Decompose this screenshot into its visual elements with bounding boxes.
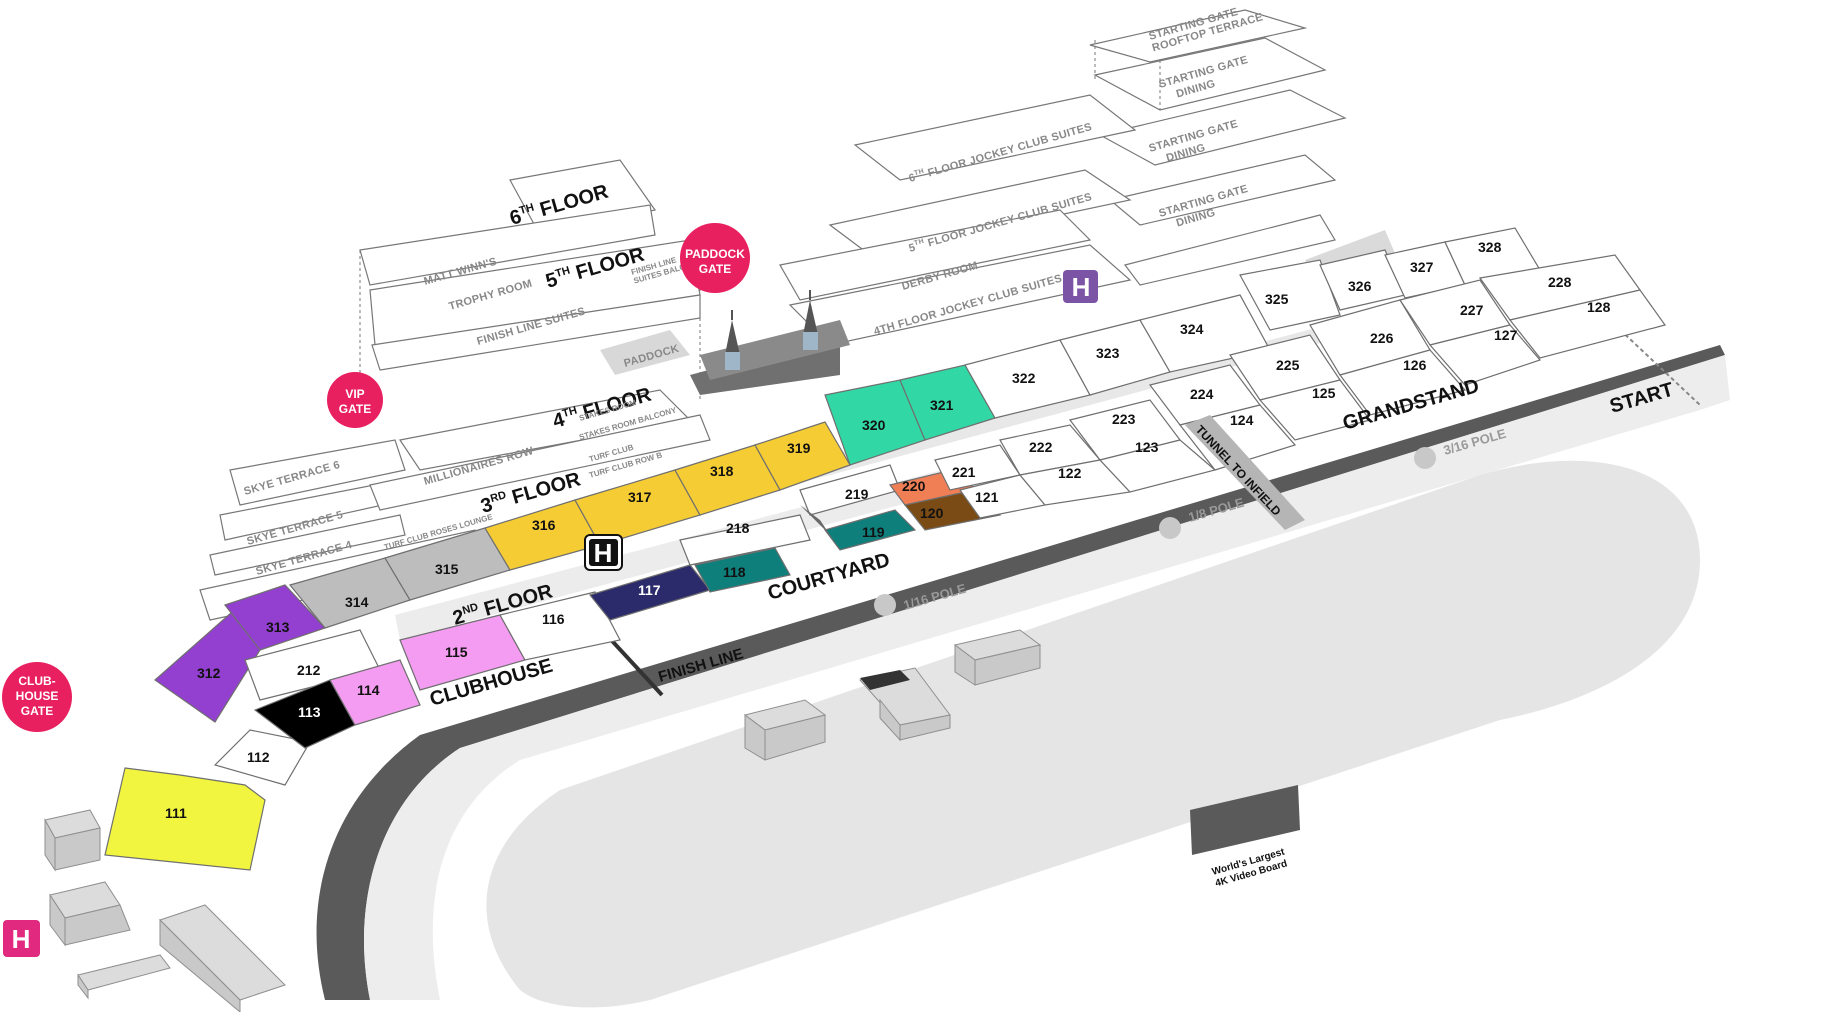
- svg-text:GATE: GATE: [699, 262, 731, 276]
- section-127[interactable]: [1428, 324, 1542, 386]
- paddock-gate[interactable]: PADDOCK GATE: [680, 223, 750, 293]
- label-312: 312: [197, 665, 221, 681]
- section-128[interactable]: [1508, 289, 1666, 359]
- label-124: 124: [1230, 412, 1254, 428]
- label-323: 323: [1096, 345, 1120, 361]
- svg-text:H: H: [12, 924, 31, 954]
- section-325[interactable]: [1239, 259, 1341, 331]
- label-119: 119: [862, 524, 885, 540]
- svg-text:H: H: [594, 538, 613, 568]
- gates: VIP GATE PADDOCK GATE CLUB- HOUSE GATE: [2, 223, 750, 732]
- label-327: 327: [1410, 259, 1434, 275]
- label-328: 328: [1478, 239, 1502, 255]
- section-116[interactable]: [499, 591, 621, 661]
- label-125: 125: [1312, 385, 1336, 401]
- label-318: 318: [710, 463, 734, 479]
- label-218: 218: [726, 520, 750, 536]
- label-320: 320: [862, 417, 886, 433]
- label-228: 228: [1548, 274, 1572, 290]
- label-128: 128: [1587, 299, 1611, 315]
- helipad-icon-pink: H: [3, 920, 40, 957]
- section-114[interactable]: [329, 659, 421, 726]
- section-125[interactable]: [1258, 379, 1372, 441]
- label-314: 314: [345, 594, 369, 610]
- label-222: 222: [1029, 439, 1053, 455]
- label-324: 324: [1180, 321, 1204, 337]
- clubhouse-gate[interactable]: CLUB- HOUSE GATE: [2, 662, 72, 732]
- label-321: 321: [930, 397, 954, 413]
- label-117: 117: [638, 582, 661, 598]
- label-113: 113: [298, 704, 321, 720]
- section-118[interactable]: [694, 547, 791, 593]
- section-218[interactable]: [679, 514, 811, 566]
- label-118: 118: [723, 564, 746, 580]
- label-112: 112: [247, 749, 270, 765]
- label-127: 127: [1494, 327, 1518, 343]
- label-326: 326: [1348, 278, 1372, 294]
- label-115: 115: [445, 644, 468, 660]
- label-315: 315: [435, 561, 459, 577]
- label-121: 121: [975, 489, 999, 505]
- label-221: 221: [952, 464, 976, 480]
- courtyard-label: COURTYARD: [765, 549, 892, 605]
- svg-text:HOUSE: HOUSE: [16, 689, 59, 703]
- label-316: 316: [532, 517, 556, 533]
- label-220: 220: [902, 478, 926, 494]
- svg-text:CLUB-: CLUB-: [18, 674, 55, 688]
- section-111[interactable]: [104, 767, 266, 871]
- label-317: 317: [628, 489, 652, 505]
- label-224: 224: [1190, 386, 1214, 402]
- section-labels: 312 313 314 315 316 317 318 319 320 321 …: [165, 239, 1611, 821]
- label-212: 212: [297, 662, 321, 678]
- twin-spires-building: [690, 290, 850, 395]
- helipad-icon-purple: H: [1063, 270, 1098, 303]
- svg-text:GATE: GATE: [21, 704, 53, 718]
- video-board: [1190, 785, 1300, 855]
- label-111: 111: [165, 805, 187, 821]
- label-319: 319: [787, 440, 811, 456]
- seating-sections: [104, 227, 1666, 871]
- svg-text:PADDOCK: PADDOCK: [685, 247, 745, 261]
- infield-buildings: [44, 447, 1436, 1012]
- label-120: 120: [920, 505, 944, 521]
- label-227: 227: [1460, 302, 1484, 318]
- label-114: 114: [357, 682, 380, 698]
- helipad-icon-black: H: [584, 534, 623, 571]
- section-126[interactable]: [1338, 349, 1467, 416]
- label-322: 322: [1012, 370, 1036, 386]
- label-223: 223: [1112, 411, 1136, 427]
- label-126: 126: [1403, 357, 1427, 373]
- label-116: 116: [542, 611, 565, 627]
- svg-text:World's Largest 4K Video: World's Largest 4K Video Board: [1211, 846, 1292, 890]
- vip-gate[interactable]: VIP GATE: [327, 372, 383, 428]
- label-122: 122: [1058, 465, 1082, 481]
- infield: [486, 460, 1700, 1008]
- label-219: 219: [845, 486, 869, 502]
- helipad-icons: H H H: [3, 270, 1098, 957]
- label-313: 313: [266, 619, 290, 635]
- svg-text:H: H: [1072, 272, 1091, 302]
- label-226: 226: [1370, 330, 1394, 346]
- tunnel-to-infield: [1185, 415, 1305, 530]
- svg-text:VIP: VIP: [345, 387, 364, 401]
- svg-text:GATE: GATE: [339, 402, 371, 416]
- label-325: 325: [1265, 291, 1289, 307]
- label-123: 123: [1135, 439, 1159, 455]
- label-225: 225: [1276, 357, 1300, 373]
